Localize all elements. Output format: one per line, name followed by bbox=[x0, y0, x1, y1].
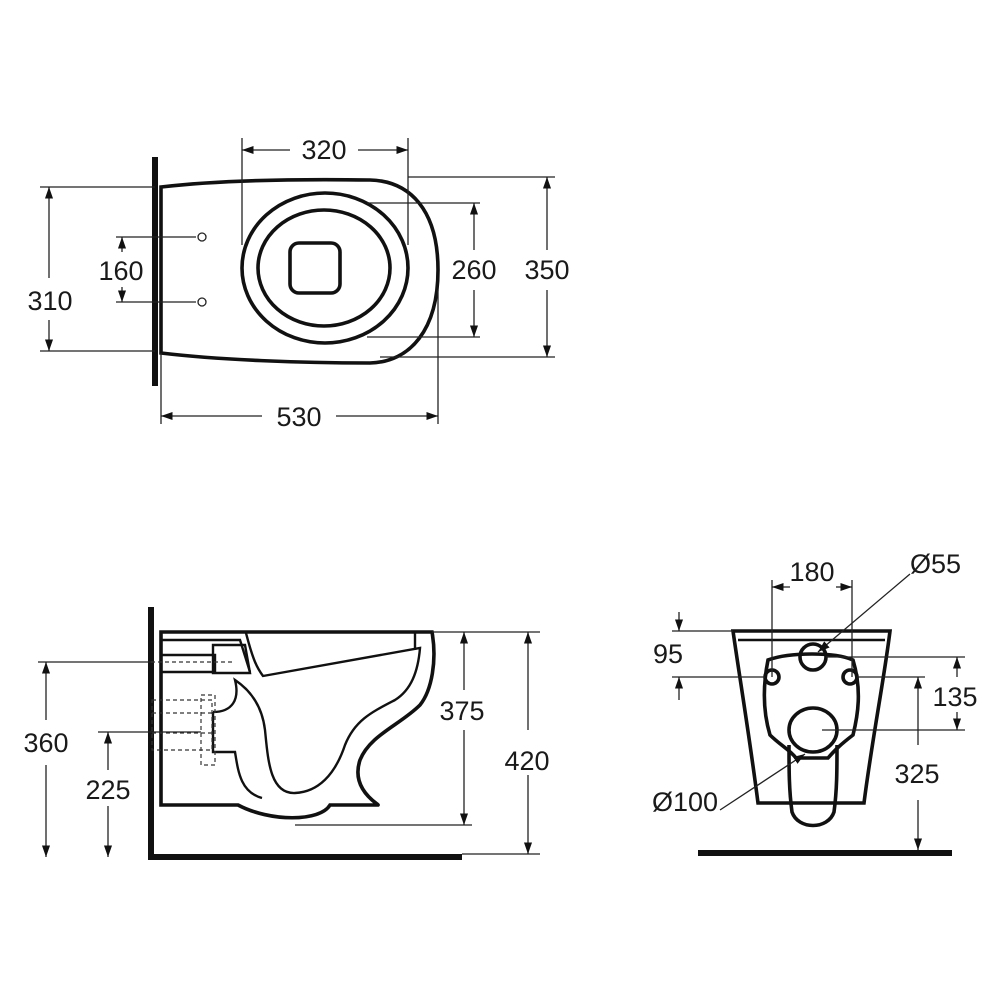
dim-ø100-label: Ø100 bbox=[652, 787, 718, 817]
dim-325-label-bg bbox=[887, 759, 949, 789]
bowl-inner-cavity bbox=[212, 632, 422, 795]
leader-ø100 bbox=[719, 753, 806, 811]
fixing-hole-right bbox=[841, 668, 859, 686]
side-view: 360 225 375 420 bbox=[16, 607, 559, 860]
outlet-tail bbox=[787, 744, 839, 828]
dim-375-label: 375 bbox=[439, 696, 484, 726]
dim-95-label: 95 bbox=[653, 639, 683, 669]
dim-225-label-bg bbox=[78, 775, 138, 805]
dim-350-label: 350 bbox=[524, 255, 569, 285]
fixing-hole-lower bbox=[197, 297, 207, 307]
rim-outer bbox=[240, 191, 410, 345]
dim-160-label: 160 bbox=[98, 256, 143, 286]
top-view: 320 160 310 260 350 530 bbox=[20, 135, 570, 432]
rear-body-outline bbox=[730, 629, 893, 805]
dim-360-label: 360 bbox=[23, 728, 68, 758]
bowl-outline-side bbox=[159, 630, 436, 820]
dim-375-label-bg bbox=[433, 695, 493, 725]
dim-530-label: 530 bbox=[276, 402, 321, 432]
inlet-detail bbox=[211, 643, 252, 675]
bowl-outline-top bbox=[159, 177, 440, 365]
dim-325-label: 325 bbox=[894, 759, 939, 789]
outlet-square bbox=[288, 241, 342, 295]
dim-310-label-bg bbox=[20, 285, 80, 315]
dim-260-label: 260 bbox=[451, 255, 496, 285]
dim-225-label: 225 bbox=[85, 775, 130, 805]
dim-420-label: 420 bbox=[504, 746, 549, 776]
rear-view: 180 Ø55 95 135 325 Ø100 bbox=[652, 549, 984, 856]
dim-180-label: 180 bbox=[789, 557, 834, 587]
leader-ø55 bbox=[817, 573, 911, 653]
fixing-hole-upper bbox=[197, 232, 207, 242]
dim-420-label-bg bbox=[497, 745, 559, 775]
rim-inner bbox=[256, 208, 392, 328]
dim-360-label-bg bbox=[16, 727, 76, 757]
dim-310-label: 310 bbox=[27, 286, 72, 316]
siphon-trap bbox=[211, 712, 263, 800]
rim-top-detail bbox=[161, 632, 417, 674]
dim-320-label: 320 bbox=[301, 135, 346, 165]
hidden-outlet bbox=[151, 699, 213, 751]
dim-135-label-bg bbox=[926, 682, 984, 712]
hidden-sleeve bbox=[200, 694, 216, 766]
dim-ø55-label: Ø55 bbox=[910, 549, 961, 579]
dim-135-label: 135 bbox=[932, 682, 977, 712]
